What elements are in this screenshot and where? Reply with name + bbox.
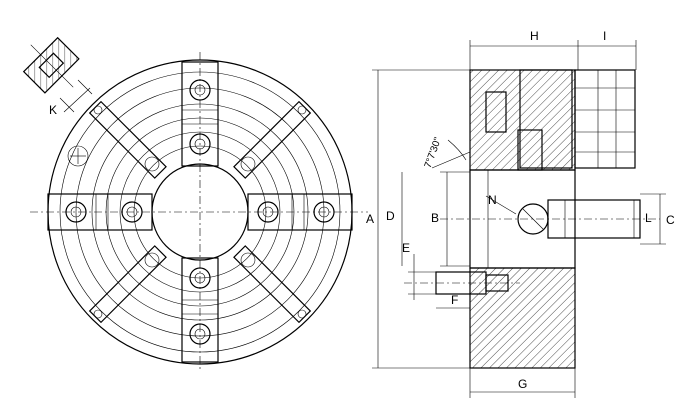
- dim-label-n: N: [488, 193, 497, 207]
- front-view: [30, 52, 368, 372]
- index-marker: [67, 145, 89, 167]
- dim-label-f: F: [451, 293, 458, 307]
- jaw-bottom: [181, 257, 219, 363]
- jaw-left: [47, 193, 153, 231]
- detail-k: K: [22, 36, 93, 117]
- dim-label-l: L: [645, 211, 652, 225]
- dim-label-d: D: [386, 209, 395, 223]
- adjusting-screws: [144, 156, 256, 268]
- dim-label-g: G: [518, 377, 527, 391]
- dim-label-k: K: [49, 103, 57, 117]
- jaw-right: [247, 193, 353, 231]
- jaw-top: [181, 61, 219, 167]
- dim-label-a: A: [366, 212, 374, 226]
- dim-label-c: C: [666, 213, 675, 227]
- dim-label-e: E: [402, 241, 410, 255]
- side-spigot: [404, 271, 520, 295]
- side-jaw: [519, 69, 636, 169]
- diagonal-slots: [88, 100, 312, 324]
- dim-label-h: H: [530, 29, 539, 43]
- side-view: 7°7'30" A D B E F N L C: [366, 29, 675, 398]
- body-lower-section: [469, 267, 576, 369]
- mounting-holes: [93, 105, 307, 319]
- dim-label-b: B: [431, 211, 439, 225]
- dim-label-i: I: [603, 29, 606, 43]
